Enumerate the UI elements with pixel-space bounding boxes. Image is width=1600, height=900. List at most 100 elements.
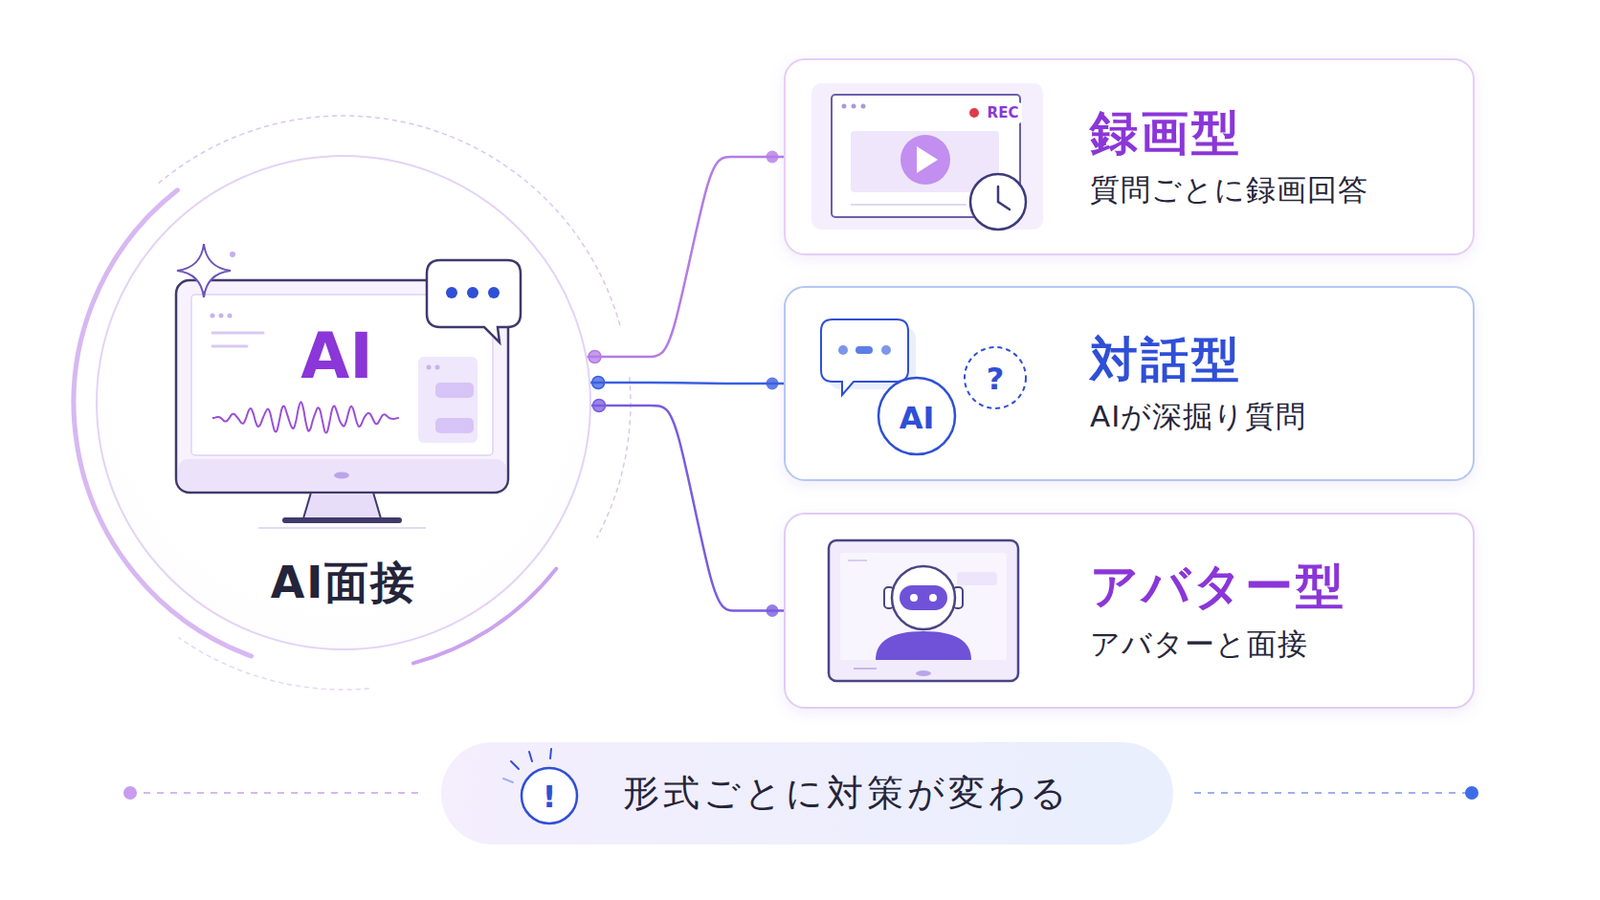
avatar-icon	[956, 572, 998, 586]
connector-dot	[766, 151, 779, 164]
avatar-icon	[853, 667, 877, 670]
text-group: AI面接	[97, 556, 590, 610]
avatar-icon	[915, 670, 932, 677]
monitor-icon	[212, 401, 400, 433]
avatar-icon	[884, 587, 894, 609]
notice-icon	[521, 768, 578, 824]
dialogue-icon	[828, 327, 916, 390]
dialogue-icon	[881, 345, 891, 356]
monitor-icon	[177, 459, 507, 491]
avatar-icon	[847, 559, 867, 562]
decor-arc	[73, 115, 631, 690]
text-group: 録画型質問ごとに録画回答	[1089, 60, 1464, 254]
recording-icon	[811, 83, 1044, 230]
monitor-icon	[258, 527, 426, 530]
dashed-rule	[1194, 792, 1472, 795]
avatar-icon	[828, 540, 1019, 682]
monitor-icon	[177, 244, 231, 298]
monitor-icon	[212, 345, 247, 349]
text-group: 対話型 AIが深掘り質問	[1089, 288, 1464, 480]
monitor-icon	[227, 313, 233, 319]
recording-icon	[811, 83, 1044, 230]
monitor-icon	[435, 365, 441, 371]
avatar-icon	[953, 587, 963, 609]
text-group: アバター型アバターと面接	[1089, 514, 1464, 708]
type-card: 録画型質問ごとに録画回答	[783, 58, 1475, 256]
text-group: 形式ごとに対策が変わる	[622, 742, 1155, 845]
recording-icon	[842, 104, 847, 110]
notice-icon	[511, 761, 519, 770]
connector-line	[587, 156, 784, 357]
avatar-icon	[910, 594, 918, 602]
dashed-rule	[123, 786, 137, 800]
node-title: 対話型	[1089, 333, 1464, 389]
avatar-icon	[891, 566, 956, 630]
dashed-rule	[130, 792, 419, 795]
node-title: アバター型	[1089, 559, 1464, 616]
recording-icon	[850, 131, 1000, 193]
monitor-icon	[282, 517, 402, 524]
recording-icon	[850, 203, 967, 206]
recording-icon	[969, 108, 979, 118]
dialogue-icon	[855, 346, 873, 355]
notice-icon	[503, 749, 578, 824]
dialogue-icon	[878, 377, 956, 455]
connector-line	[591, 405, 784, 612]
monitor-icon	[488, 287, 500, 299]
recording-icon	[831, 94, 1021, 218]
recording-icon	[998, 186, 1010, 210]
recording-icon	[964, 102, 1023, 124]
notice-icon	[529, 752, 533, 762]
monitor-icon	[418, 356, 478, 444]
note-pill: 形式ごとに対策が変わる	[441, 742, 1174, 845]
monitor-icon	[333, 472, 350, 480]
monitor-icon	[210, 313, 216, 319]
dialogue-icon	[821, 319, 1026, 455]
dialogue-icon	[838, 345, 848, 356]
connector-dot	[766, 604, 779, 618]
node-body: アバターと面接	[1089, 626, 1464, 663]
monitor-icon	[466, 287, 479, 299]
monitor-icon	[191, 294, 493, 456]
connector-dot	[592, 400, 605, 413]
recording-icon	[861, 104, 867, 110]
monitor-icon	[435, 418, 474, 434]
connector-line	[590, 382, 784, 384]
recording-icon	[851, 104, 857, 110]
topic-circle: AI面接	[95, 155, 592, 651]
avatar-icon	[929, 594, 937, 602]
node-title: 形式ごとに対策が変わる	[622, 772, 1071, 817]
dialogue-icon	[964, 347, 1026, 409]
decor-arc	[597, 377, 631, 538]
monitor-icon	[212, 332, 264, 335]
recording-icon	[916, 146, 938, 174]
monitor-icon	[229, 251, 236, 258]
node-body: AIが深掘り質問	[1089, 399, 1464, 435]
monitor-icon	[176, 280, 509, 493]
connector-dot	[766, 377, 779, 391]
type-card: 対話型 AIが深掘り質問	[783, 286, 1475, 482]
avatar-icon	[899, 585, 948, 611]
dashed-rule	[1465, 786, 1479, 800]
connector-dot	[592, 377, 605, 390]
avatar-icon	[840, 553, 1007, 661]
monitor-icon	[219, 313, 224, 319]
avatar-icon	[875, 631, 972, 661]
connector-dot	[588, 351, 601, 364]
dialogue-icon	[821, 319, 909, 396]
recording-icon	[900, 134, 951, 185]
avatar-icon	[828, 540, 1019, 682]
node-body: 質問ごとに録画回答	[1089, 172, 1464, 208]
monitor-icon	[426, 260, 521, 343]
monitor-icon	[445, 287, 458, 299]
notice-icon	[550, 749, 552, 759]
node-title: AI面接	[97, 556, 590, 610]
connector-layer	[587, 151, 784, 619]
recording-icon	[970, 174, 1026, 230]
monitor-icon	[426, 365, 432, 371]
type-card: アバター型アバターと面接	[783, 512, 1475, 710]
notice-icon	[503, 778, 513, 783]
monitor-icon	[435, 382, 474, 399]
